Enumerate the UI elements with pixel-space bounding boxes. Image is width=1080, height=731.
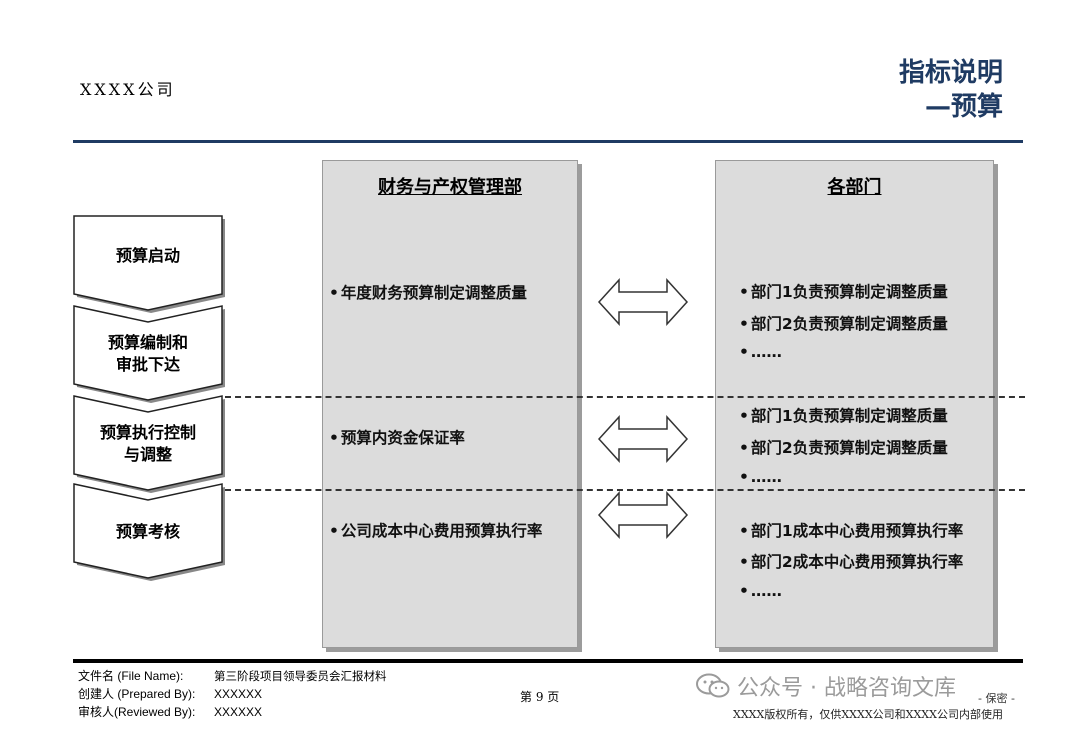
file-name-value: 第三阶段项目领导委员会汇报材料 bbox=[214, 669, 387, 683]
departments-heading: 各部门 bbox=[827, 177, 882, 198]
footer-labels: 文件名 (File Name): 创建人 (Prepared By): 审核人(… bbox=[78, 667, 195, 721]
wechat-icon bbox=[696, 673, 730, 699]
double-arrow-icon bbox=[597, 278, 689, 326]
footer-rule bbox=[73, 659, 1023, 663]
title-line-1: 指标说明 bbox=[898, 58, 1003, 88]
dept-metric: •部门2负责预算制定调整质量 bbox=[739, 439, 948, 457]
double-arrow-icon bbox=[597, 491, 689, 539]
watermark: 公众号 · 战略咨询文库 bbox=[696, 670, 956, 702]
title-line-2: —预算 bbox=[924, 92, 1003, 122]
reviewed-by-value: XXXXXX bbox=[214, 705, 263, 719]
reviewed-by-label: 审核人(Reviewed By): bbox=[78, 705, 196, 719]
stage-divider bbox=[225, 489, 1025, 491]
stage-label: 预算考核 bbox=[116, 522, 180, 541]
double-arrow-icon bbox=[597, 415, 689, 463]
header-rule bbox=[73, 140, 1023, 143]
company-name: XXXX公司 bbox=[80, 80, 176, 99]
copyright-notice: XXXX版权所有，仅供XXXX公司和XXXX公司内部使用 bbox=[733, 708, 1003, 721]
file-name-label: 文件名 (File Name): bbox=[78, 669, 184, 683]
stage-label: 与调整 bbox=[124, 445, 172, 464]
dept-metric: •部门1成本中心费用预算执行率 bbox=[739, 522, 964, 540]
stage-label: 预算执行控制 bbox=[100, 423, 196, 442]
finance-metric: •预算内资金保证率 bbox=[329, 429, 465, 447]
finance-metric: •公司成本中心费用预算执行率 bbox=[329, 522, 543, 540]
dept-metric: •…… bbox=[739, 582, 782, 600]
prepared-by-label: 创建人 (Prepared By): bbox=[78, 687, 196, 701]
finance-dept-heading: 财务与产权管理部 bbox=[378, 177, 522, 198]
dept-metric: •部门1负责预算制定调整质量 bbox=[739, 407, 948, 425]
stage-divider bbox=[225, 396, 1025, 398]
prepared-by-value: XXXXXX bbox=[214, 687, 263, 701]
stage-chevron: 预算考核 bbox=[73, 483, 225, 581]
dept-metric: •…… bbox=[739, 343, 782, 361]
dept-metric: •…… bbox=[739, 468, 782, 486]
stage-label: 审批下达 bbox=[116, 355, 180, 374]
page-title: 指标说明 —预算 bbox=[899, 56, 1003, 124]
page-number: 第 9 页 bbox=[520, 690, 560, 704]
finance-metric: •年度财务预算制定调整质量 bbox=[329, 284, 527, 302]
dept-metric: •部门2成本中心费用预算执行率 bbox=[739, 553, 964, 571]
confidential-mark: - 保密 - bbox=[978, 692, 1015, 705]
stage-chevron: 预算启动 bbox=[73, 215, 225, 313]
finance-dept-panel: 财务与产权管理部 bbox=[322, 160, 578, 648]
footer-values: 第三阶段项目领导委员会汇报材料 XXXXXX XXXXXX bbox=[214, 667, 387, 721]
dept-metric: •部门2负责预算制定调整质量 bbox=[739, 315, 948, 333]
stage-label: 预算启动 bbox=[116, 246, 180, 265]
dept-metric: •部门1负责预算制定调整质量 bbox=[739, 283, 948, 301]
stage-label: 预算编制和 bbox=[108, 333, 188, 352]
departments-panel: 各部门 bbox=[715, 160, 994, 648]
